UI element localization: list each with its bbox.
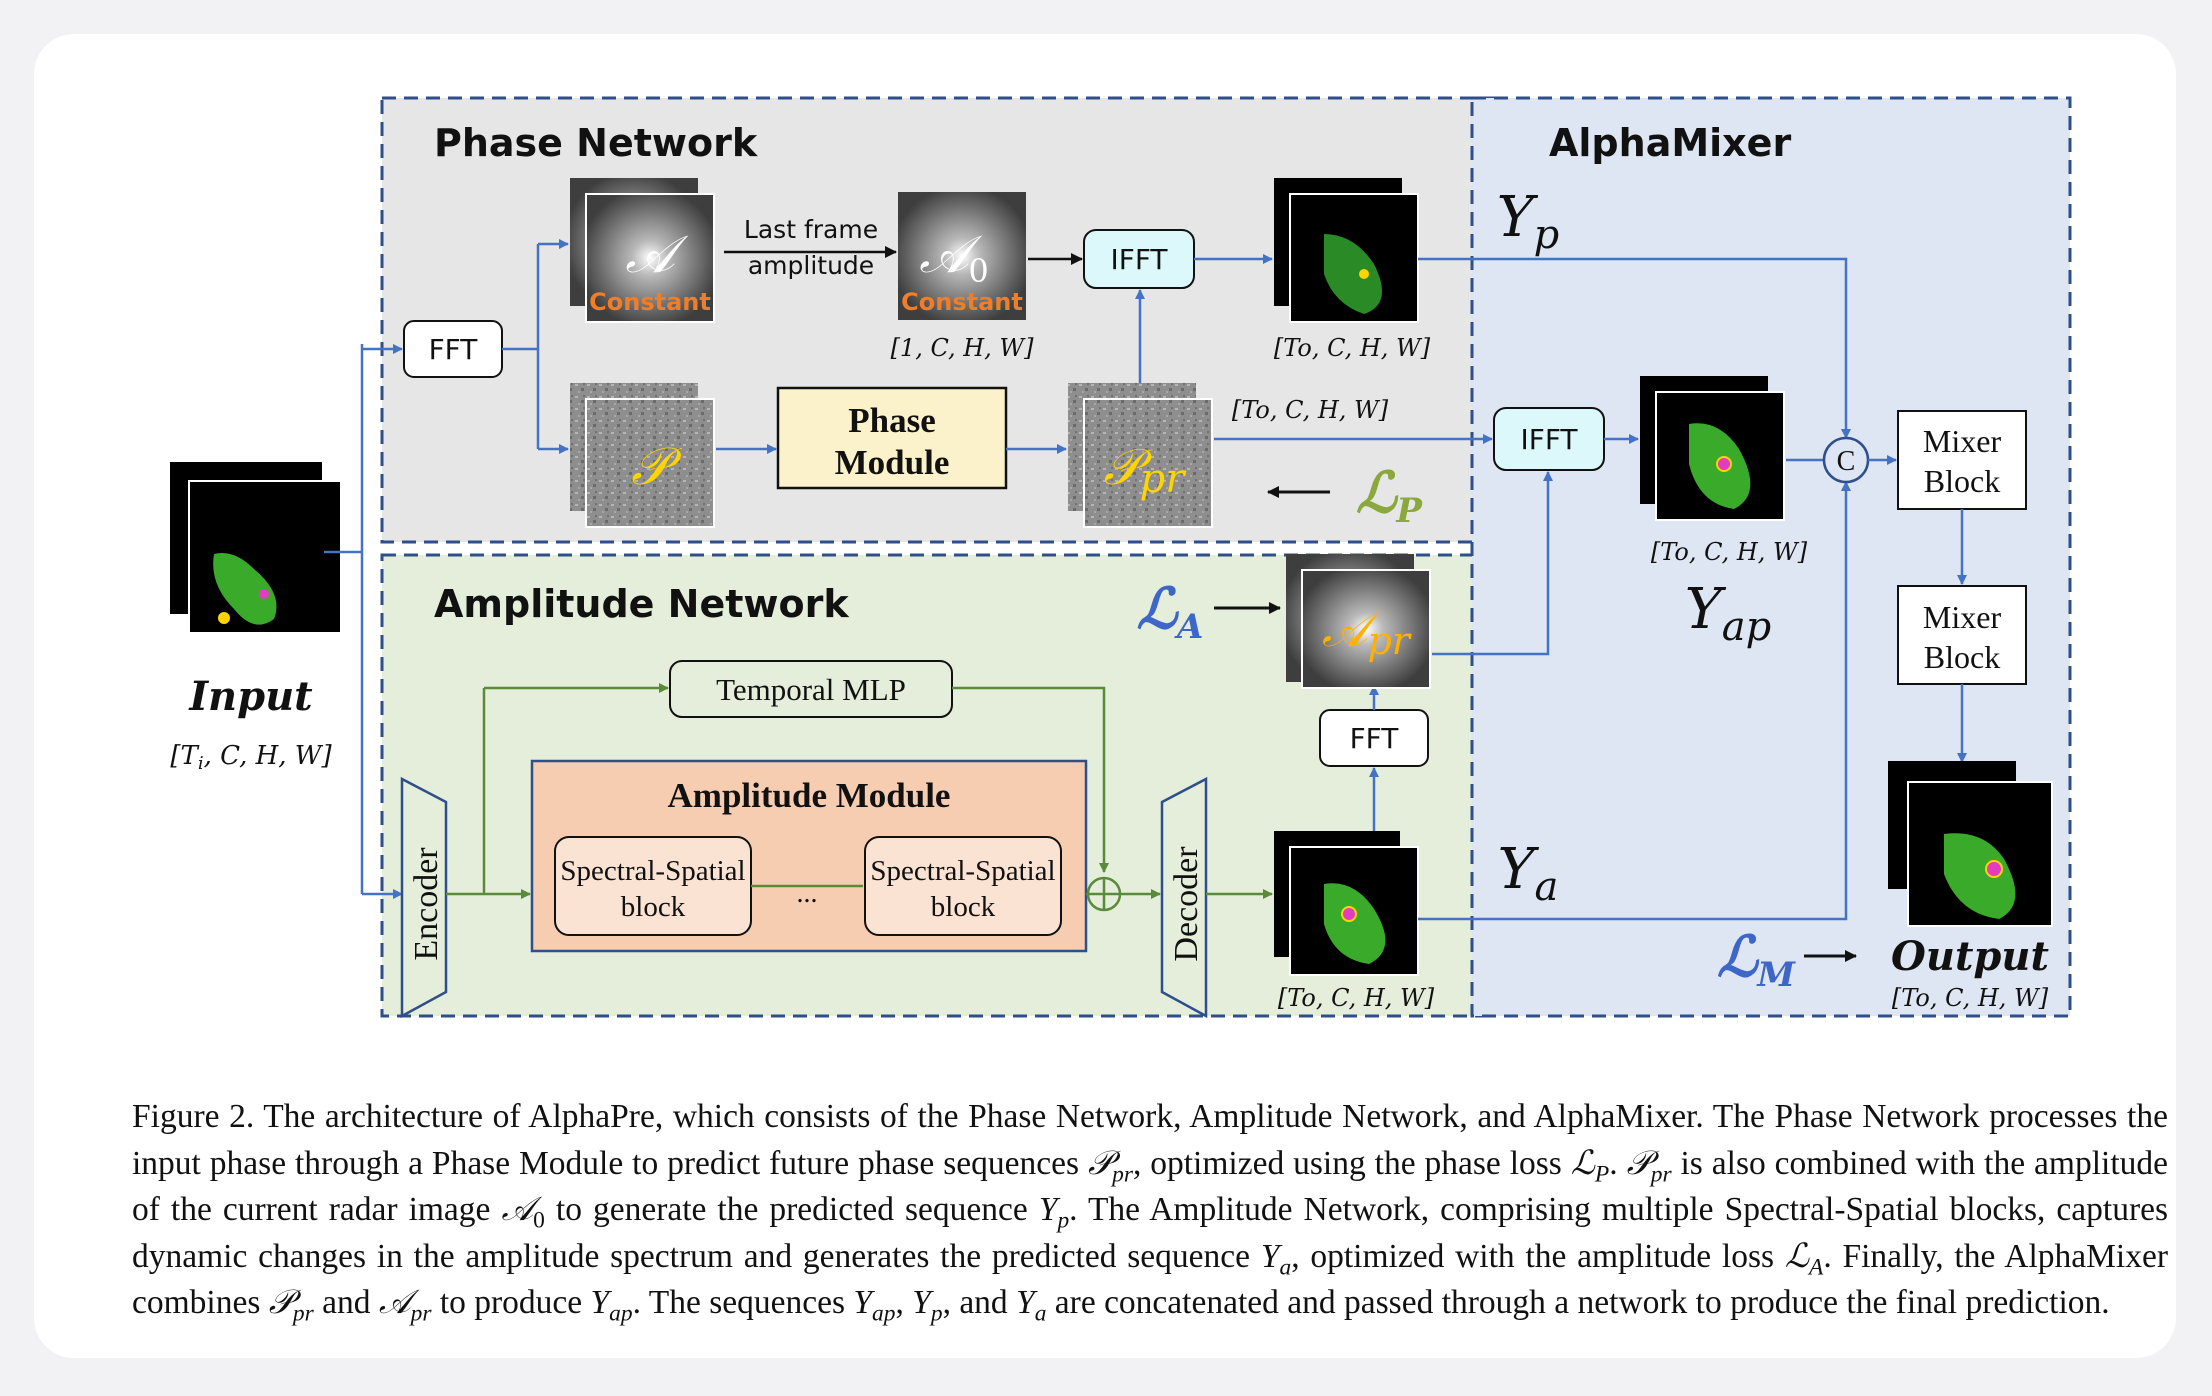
fft-box-label: FFT xyxy=(429,333,479,366)
ppr-dims: [To, C, H, W] xyxy=(1232,396,1389,424)
phase-network-title: Phase Network xyxy=(434,121,758,165)
block1-line2: block xyxy=(621,891,686,923)
encoder-shape xyxy=(400,776,448,1019)
mixer-block-1-line2: Block xyxy=(1924,463,2000,499)
amplitude-a0-image xyxy=(898,192,1026,320)
mixer-block-2-line2: Block xyxy=(1924,639,2000,675)
ya-label: Ya xyxy=(1498,837,1559,910)
last-frame-label: Last frame xyxy=(744,215,878,244)
figure-card: Phase Network Amplitude Network AlphaMix… xyxy=(34,34,2176,1358)
input-radar-image xyxy=(170,462,342,634)
fft-box-amplitude-label: FFT xyxy=(1350,722,1400,755)
block-ellipsis: ... xyxy=(797,878,818,909)
block1-line1: Spectral-Spatial xyxy=(560,855,745,887)
ya-to-concat-arrow xyxy=(1418,481,1851,921)
ifft-box-phase-label: IFFT xyxy=(1110,243,1168,276)
amplitude-constant-tag: Constant xyxy=(589,288,711,316)
amplitude-a0-constant-tag: Constant xyxy=(901,288,1023,316)
sum-operator xyxy=(1086,876,1122,912)
yap-radar-image xyxy=(1640,376,1785,521)
alphamixer-title: AlphaMixer xyxy=(1549,121,1791,165)
decoder-label: Decoder xyxy=(1168,846,1205,962)
ya-dims: [To, C, H, W] xyxy=(1278,984,1435,1012)
amplitude-label: amplitude xyxy=(748,251,874,280)
mlp-to-sum-line xyxy=(952,686,1109,873)
temporal-mlp-label: Temporal MLP xyxy=(716,672,906,707)
phase-module-box xyxy=(776,386,1008,490)
output-radar-image xyxy=(1888,761,2053,927)
figure-caption: Figure 2. The architecture of AlphaPre, … xyxy=(132,1098,2169,1327)
phase-module-line1: Phase xyxy=(848,401,936,440)
block2-line2: block xyxy=(931,891,996,923)
yp-dims: [To, C, H, W] xyxy=(1274,334,1431,362)
concat-label: C xyxy=(1837,446,1856,477)
amplitude-network-title: Amplitude Network xyxy=(434,582,849,626)
apr-to-mixer-ifft-arrow xyxy=(1432,471,1553,656)
amplitude-spectrum-image xyxy=(570,178,715,323)
phase-module-line2: Module xyxy=(835,443,950,482)
mixer-block-1 xyxy=(1897,410,2027,510)
mixer-block-2-line1: Mixer xyxy=(1923,599,2002,635)
mixer-block-1-line1: Mixer xyxy=(1923,423,2002,459)
decoder-shape xyxy=(1160,776,1208,1019)
predicted-amplitude-image xyxy=(1286,554,1431,689)
spectral-spatial-block-2 xyxy=(864,836,1062,936)
input-label: Input xyxy=(188,673,313,720)
phase-spectrum-image xyxy=(570,383,715,528)
input-dims: [Ti, C, H, W] xyxy=(170,741,332,774)
yap-dims: [To, C, H, W] xyxy=(1651,538,1808,566)
amplitude-a0-dims: [1, C, H, W] xyxy=(891,334,1035,362)
encoder-label: Encoder xyxy=(408,847,445,961)
predicted-phase-image xyxy=(1068,383,1213,528)
mixer-block-2 xyxy=(1897,585,2027,685)
fft-split-line xyxy=(502,244,540,449)
ya-radar-image xyxy=(1274,831,1419,976)
yp-label: Yp xyxy=(1497,185,1560,258)
block2-line1: Spectral-Spatial xyxy=(870,855,1055,887)
loss-m-symbol: ℒM xyxy=(1717,924,1796,995)
loss-a-symbol: ℒA xyxy=(1137,576,1204,647)
yp-to-concat-arrow xyxy=(1418,257,1851,439)
amplitude-module-title: Amplitude Module xyxy=(668,776,951,815)
loss-p-symbol: ℒP xyxy=(1356,460,1423,531)
ifft-box-mixer-label: IFFT xyxy=(1520,423,1578,456)
architecture-diagram: Phase Network Amplitude Network AlphaMix… xyxy=(170,96,2072,1019)
output-label: Output xyxy=(1891,933,2049,980)
output-dims: [To, C, H, W] xyxy=(1892,984,2049,1012)
yp-radar-image xyxy=(1274,178,1419,323)
yap-label: Yap xyxy=(1685,577,1771,650)
apr-symbol: 𝒜pr xyxy=(1322,602,1413,663)
